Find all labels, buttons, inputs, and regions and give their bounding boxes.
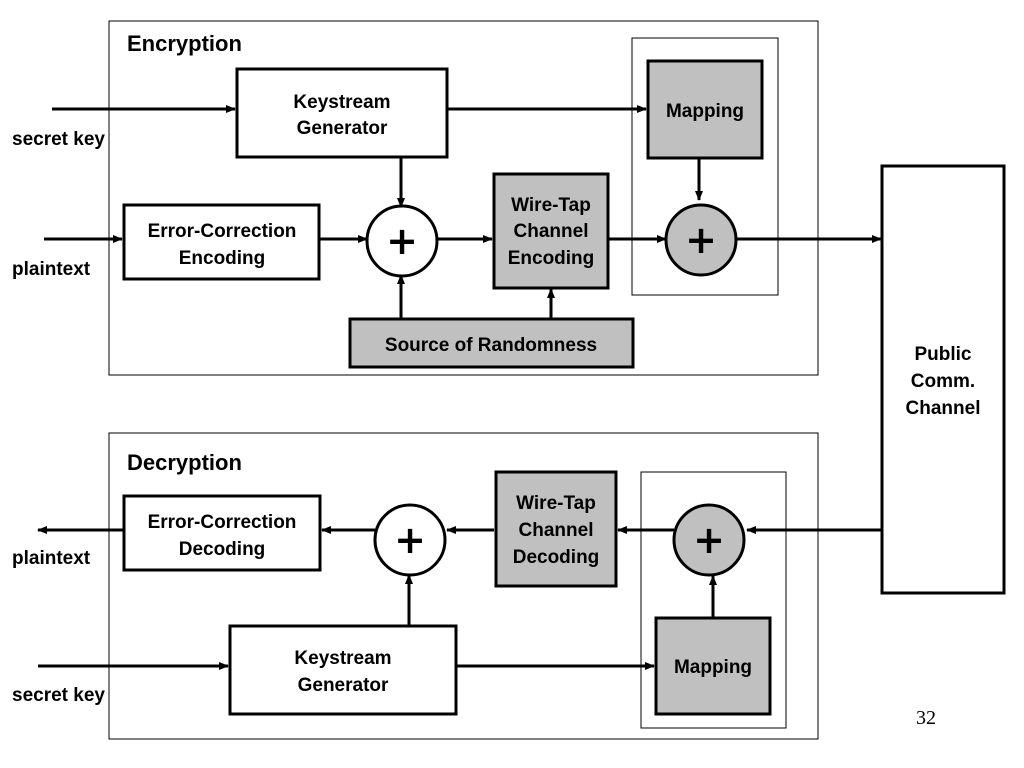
enc-wiretap-box [492, 172, 610, 290]
enc-ecc-label-1: Error-Correction [148, 221, 297, 242]
dec-keystream-label-2: Generator [298, 675, 389, 696]
dec-xor-circle-1 [373, 503, 447, 577]
enc-secret-key-label: secret key [12, 129, 105, 150]
enc-ecc-box [122, 203, 321, 281]
enc-mapping-box [646, 59, 764, 160]
dec-wiretap-box [494, 470, 618, 588]
enc-wiretap-label-1: Wire-Tap [511, 195, 591, 216]
dec-wiretap-label-1: Wire-Tap [516, 493, 596, 514]
dec-keystream-generator-box [228, 624, 458, 716]
dec-xor-circle-2 [672, 503, 746, 577]
encryption-section: Encryption Keystream Generator Mapping E… [12, 20, 882, 376]
enc-xor-symbol-1: + [386, 219, 418, 263]
enc-xor-circle-1 [365, 204, 439, 278]
enc-ecc-label-2: Encoding [179, 248, 266, 269]
encryption-title: Encryption [127, 31, 242, 56]
enc-wiretap-label-3: Encoding [508, 248, 595, 269]
decryption-section: Decryption Error-Correction Decoding + W… [12, 432, 882, 740]
enc-randomness-box [348, 317, 635, 369]
enc-xor-circle-2 [664, 203, 738, 277]
enc-keystream-generator-box [235, 67, 449, 159]
decryption-title: Decryption [127, 450, 242, 475]
dec-ecc-box [122, 494, 322, 572]
public-channel-label-2: Comm. [911, 371, 975, 392]
public-channel: Public Comm. Channel [880, 164, 1006, 595]
dec-ecc-label-2: Decoding [179, 539, 266, 560]
dec-mapping-box [654, 616, 772, 716]
decryption-frame [108, 432, 819, 740]
public-channel-label-3: Channel [906, 398, 981, 419]
public-channel-box [880, 164, 1006, 595]
enc-mapping-label: Mapping [666, 101, 744, 122]
dec-plaintext-label: plaintext [12, 548, 91, 569]
enc-keystream-label-2: Generator [297, 118, 388, 139]
enc-keystream-label-1: Keystream [293, 92, 390, 113]
dec-mapping-label: Mapping [674, 657, 752, 678]
decryption-mapping-frame [640, 471, 787, 729]
dec-keystream-label-1: Keystream [294, 648, 391, 669]
page-number: 32 [916, 707, 936, 729]
dec-secret-key-label: secret key [12, 685, 105, 706]
dec-ecc-label-1: Error-Correction [148, 512, 297, 533]
dec-wiretap-label-3: Decoding [513, 547, 600, 568]
enc-wiretap-label-2: Channel [514, 221, 589, 242]
encryption-mapping-frame [631, 37, 779, 296]
dec-xor-symbol-1: + [394, 518, 426, 562]
enc-randomness-label: Source of Randomness [385, 335, 597, 356]
dec-wiretap-label-2: Channel [519, 520, 594, 541]
dec-xor-symbol-2: + [693, 518, 725, 562]
enc-plaintext-label: plaintext [12, 259, 91, 280]
encryption-frame [108, 20, 819, 376]
public-channel-label-1: Public [914, 344, 971, 365]
enc-xor-symbol-2: + [685, 218, 717, 262]
